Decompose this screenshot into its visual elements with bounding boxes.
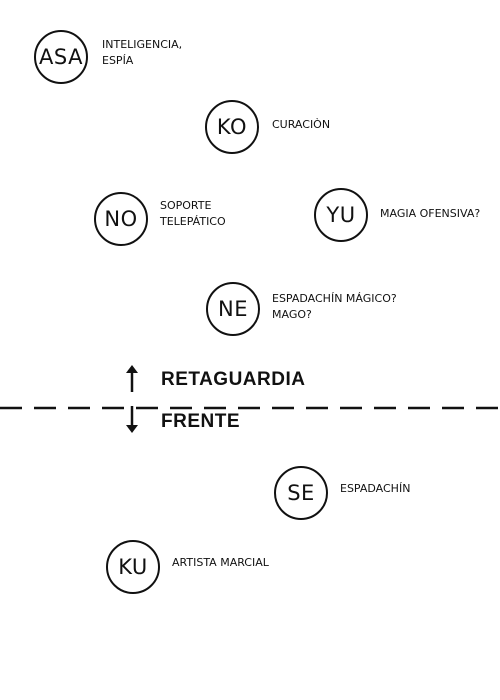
node-no-role: SOPORTE TELEPÁTICO xyxy=(160,198,226,230)
node-ne-role-line-2: MAGO? xyxy=(272,308,312,321)
node-se-role-line-1: ESPADACHÍN xyxy=(340,482,411,495)
node-ne-role: ESPADACHÍN MÁGICO? MAGO? xyxy=(272,291,397,323)
node-asa-circle: ASA xyxy=(34,30,88,84)
node-ne-circle: NE xyxy=(206,282,260,336)
node-se-role: ESPADACHÍN xyxy=(340,481,410,497)
arrow-down-icon xyxy=(126,405,138,437)
node-no-role-line-1: SOPORTE xyxy=(160,199,212,212)
node-ko-role-line-1: CURACIÒN xyxy=(272,118,331,131)
front-rear-divider xyxy=(0,396,500,410)
node-se-circle: SE xyxy=(274,466,328,520)
node-no-role-line-2: TELEPÁTICO xyxy=(160,215,226,228)
node-asa-role: INTELIGENCIA, ESPÍA xyxy=(102,37,182,69)
node-no-circle: NO xyxy=(94,192,148,246)
node-yu-circle: YU xyxy=(314,188,368,242)
node-ne-role-line-1: ESPADACHÍN MÁGICO? xyxy=(272,292,397,305)
node-asa-role-line-1: INTELIGENCIA, xyxy=(102,38,183,51)
zone-label-front: FRENTE xyxy=(161,411,240,432)
node-ku-role-line-1: ARTISTA MARCIAL xyxy=(172,556,269,569)
arrow-up-icon xyxy=(126,365,138,397)
node-ko-role: CURACIÒN xyxy=(272,117,330,133)
node-yu-role-line-1: MAGIA OFENSIVA? xyxy=(380,207,481,220)
node-yu-role: MAGIA OFENSIVA? xyxy=(380,206,480,222)
node-ko-circle: KO xyxy=(205,100,259,154)
node-ku-circle: KU xyxy=(106,540,160,594)
node-ku-role: ARTISTA MARCIAL xyxy=(172,555,269,571)
node-asa-role-line-2: ESPÍA xyxy=(102,54,134,67)
zone-label-rear: RETAGUARDIA xyxy=(161,369,306,390)
